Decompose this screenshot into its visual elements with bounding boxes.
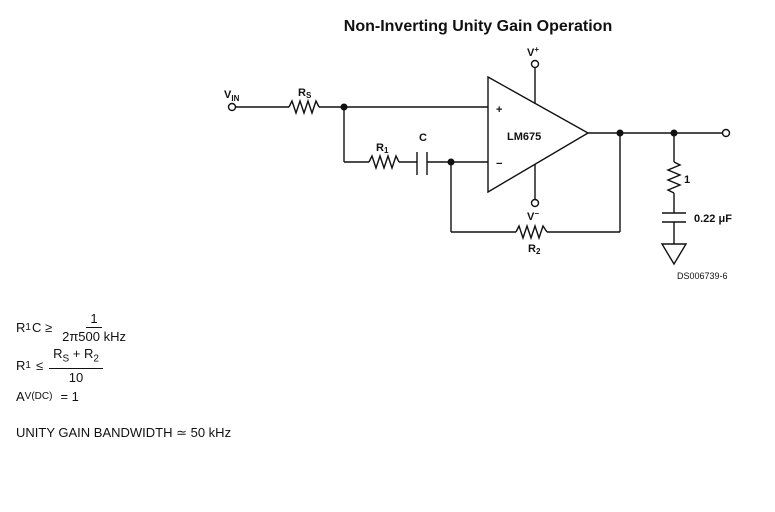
load-resistor xyxy=(666,161,682,194)
r1-label: R1 xyxy=(376,142,389,155)
vout-terminal xyxy=(721,128,731,138)
junction-dot xyxy=(670,129,678,137)
vminus-terminal xyxy=(530,198,540,208)
load-capacitor-label: 0.22 μF xyxy=(694,213,732,225)
rs-label: RS xyxy=(298,87,312,100)
vminus-label: V− xyxy=(527,209,539,223)
vplus-label: V+ xyxy=(527,45,539,59)
junction-dot xyxy=(447,158,455,166)
ground-symbol xyxy=(660,243,688,266)
minus-input-label: − xyxy=(496,158,502,170)
vplus-terminal xyxy=(530,59,540,69)
r1-resistor xyxy=(368,153,400,171)
r2-resistor xyxy=(515,223,548,241)
plus-input-label: + xyxy=(496,104,502,116)
bandwidth-text: UNITY GAIN BANDWIDTH ≃ 50 kHz xyxy=(16,425,232,440)
c-label: C xyxy=(419,132,427,144)
rs-resistor xyxy=(288,98,320,116)
opamp-label: LM675 xyxy=(507,131,541,143)
fraction: RS + R2 10 xyxy=(49,346,103,385)
load-resistor-label: 1 xyxy=(684,174,690,186)
figure-id: DS006739-6 xyxy=(677,271,728,281)
junction-dot xyxy=(616,129,624,137)
fraction: 1 2π500 kHz xyxy=(62,311,126,344)
page-title: Non-Inverting Unity Gain Operation xyxy=(343,18,613,35)
opamp-lm675 xyxy=(487,75,590,194)
vin-terminal xyxy=(227,102,237,112)
r2-label: R2 xyxy=(528,243,541,256)
vin-label: VIN xyxy=(224,89,240,103)
junction-dot xyxy=(340,103,348,111)
